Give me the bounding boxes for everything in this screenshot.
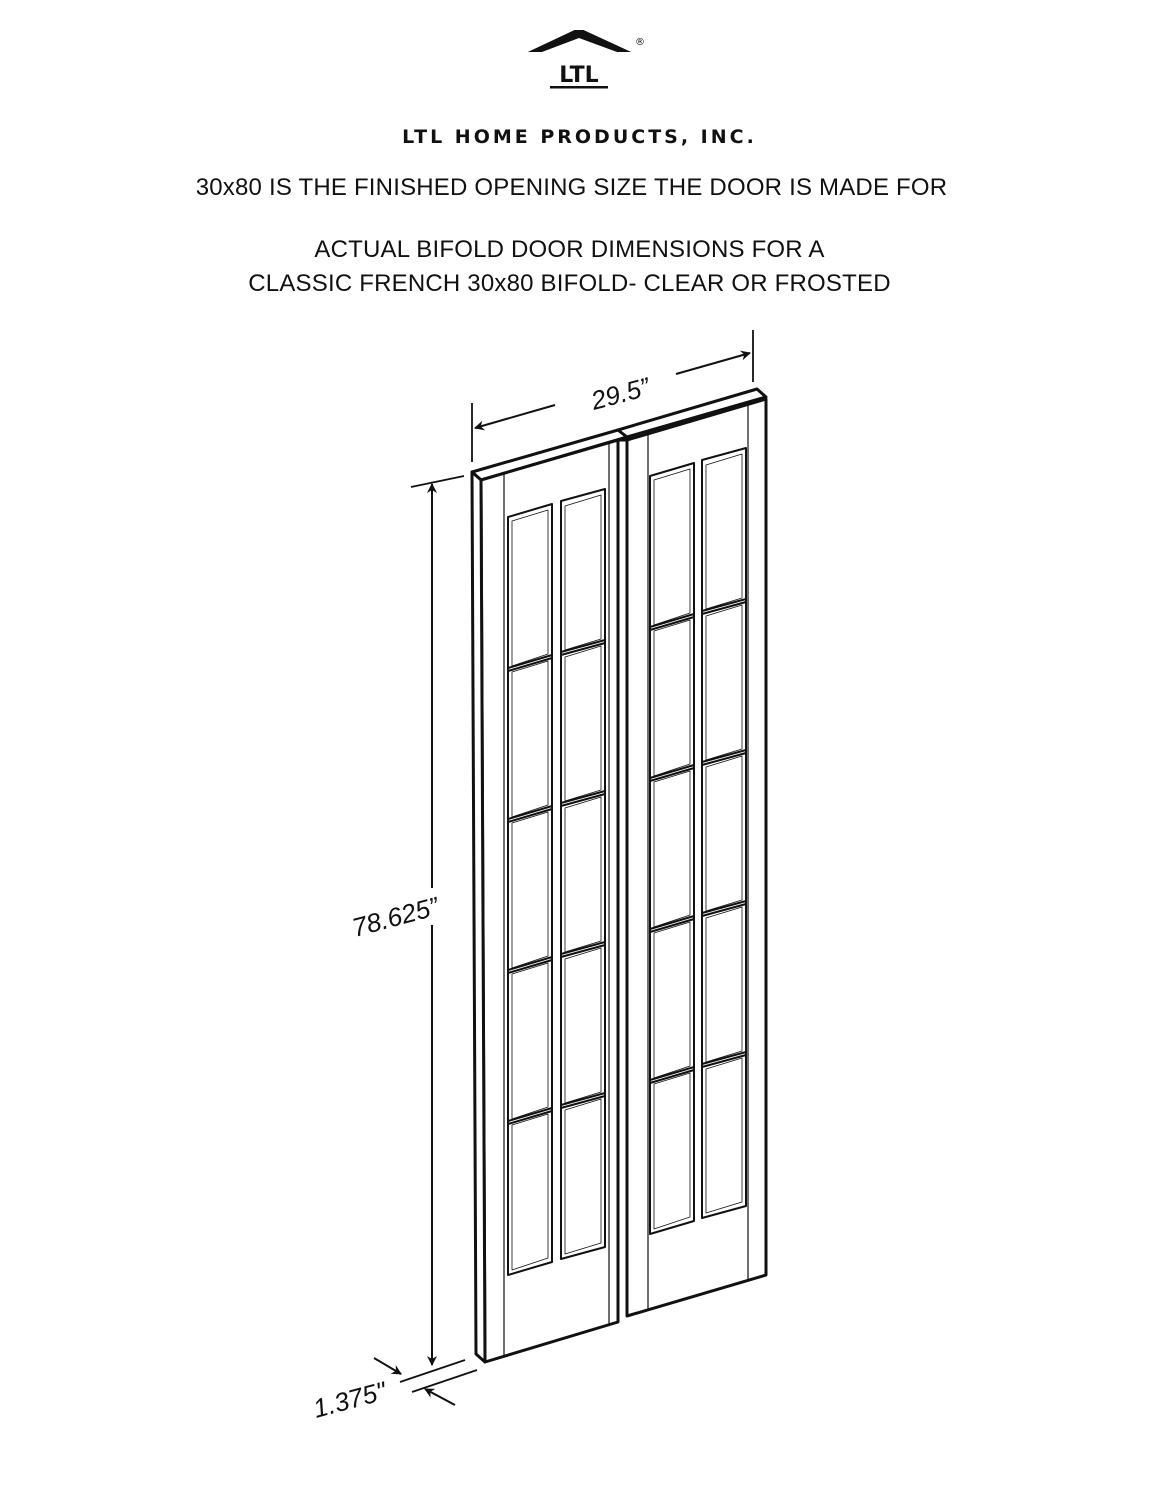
height-dimension bbox=[410, 475, 465, 1366]
width-label: 29.5” bbox=[587, 371, 654, 416]
ltl-logo: LTL ® bbox=[520, 28, 650, 110]
house-roof-icon: LTL ® bbox=[528, 28, 645, 89]
company-name: LTL HOME PRODUCTS, INC. bbox=[402, 126, 757, 148]
subtitle-line-2: CLASSIC FRENCH 30x80 BIFOLD- CLEAR OR FR… bbox=[248, 270, 891, 297]
logo-text: LTL bbox=[559, 63, 598, 88]
headline: 30x80 IS THE FINISHED OPENING SIZE THE D… bbox=[195, 174, 948, 201]
thickness-dimension bbox=[373, 1357, 478, 1406]
right-door-panel bbox=[616, 387, 768, 1318]
registered-mark: ® bbox=[635, 37, 645, 48]
height-label: 78.625” bbox=[349, 891, 443, 943]
width-dimension bbox=[471, 330, 754, 462]
left-door-panel bbox=[470, 428, 629, 1364]
thickness-label: 1.375" bbox=[310, 1375, 391, 1424]
subtitle-line-1: ACTUAL BIFOLD DOOR DIMENSIONS FOR A bbox=[314, 236, 825, 263]
